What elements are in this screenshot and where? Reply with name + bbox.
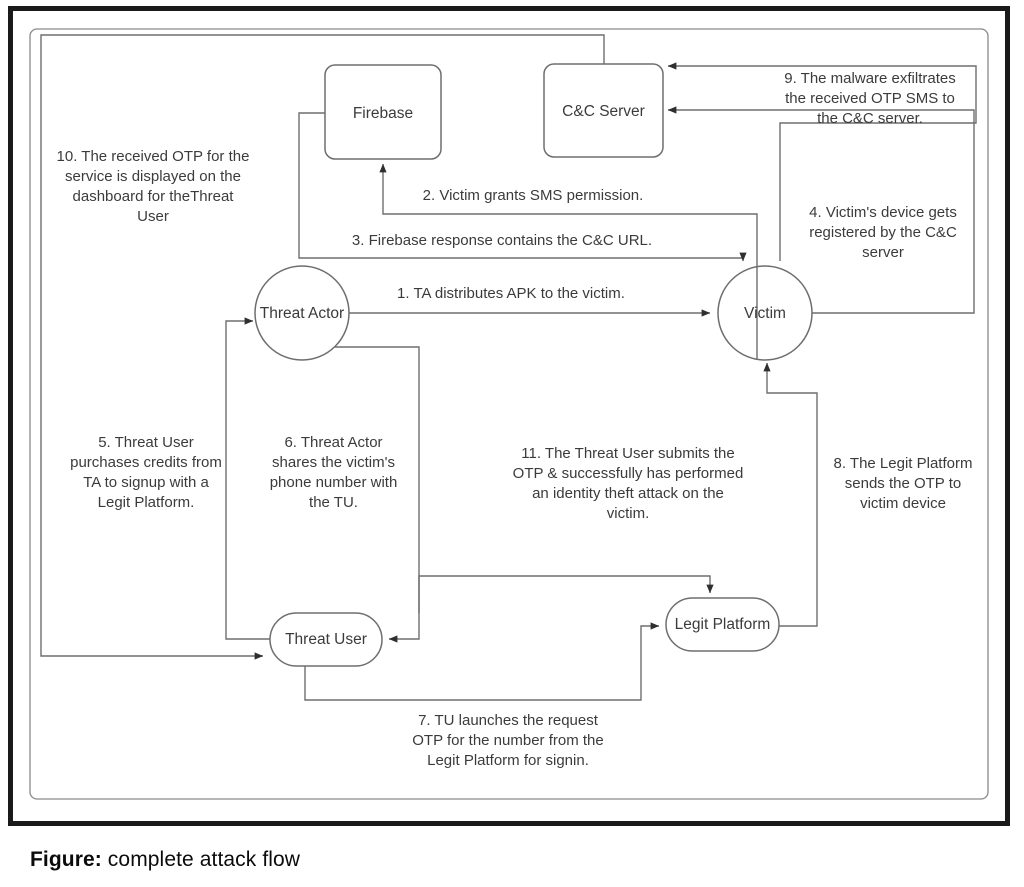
- connector-flow-5: [225, 317, 270, 640]
- flow-label-5-line-1: 5. Threat User: [98, 434, 194, 451]
- node-legit-platform: [665, 597, 780, 652]
- connector-flow-9: [667, 62, 977, 261]
- flow-label-8-line-2: sends the OTP to: [844, 474, 962, 492]
- connector-flow-3: [298, 112, 747, 262]
- flow-label-4-line-3: server: [862, 243, 904, 261]
- flow-label-9-line-2: the received OTP SMS to: [785, 89, 955, 107]
- flow-label-5-line-3: TA to signup with a: [83, 473, 209, 491]
- flow-label-6-line-3: phone number with: [269, 473, 398, 491]
- attack-flow-diagram: Firebase C&C Server Threat Actor Victim …: [8, 6, 1010, 826]
- flow-label-7-line-1: 7. TU launches the request: [418, 712, 598, 729]
- flow-label-10-line-3: dashboard for theThreat: [72, 187, 234, 205]
- connector-flow-8: [763, 362, 818, 627]
- flow-label-6-line-1: 6. Threat Actor: [284, 434, 383, 451]
- flow-label-7: 7. TU launches the request OTP for the n…: [363, 711, 653, 771]
- node-firebase: [324, 64, 442, 160]
- flow-label-11-line-4: victim.: [606, 504, 650, 522]
- flow-label-11-line-1: 11. The Threat User submits the: [521, 445, 735, 462]
- flow-label-5-line-2: purchases credits from: [70, 453, 222, 471]
- flow-label-6-line-2: shares the victim's: [272, 453, 395, 471]
- node-cnc-server: [543, 63, 664, 158]
- flow-label-10-line-2: service is displayed on the: [65, 167, 241, 185]
- connector-flow-10: [40, 34, 605, 660]
- flow-label-4-line-2: registered by the C&C: [809, 223, 957, 241]
- flow-label-8: 8. The Legit Platform sends the OTP to v…: [823, 454, 983, 514]
- diagram-inner-border: [29, 28, 989, 800]
- flow-label-9: 9. The malware exfiltrates the received …: [765, 69, 975, 129]
- node-threat-user: [269, 612, 383, 667]
- flow-label-10: 10. The received OTP for the service is …: [38, 147, 268, 227]
- node-threat-actor: [254, 265, 350, 361]
- connector-flow-4: [667, 106, 975, 314]
- node-victim: [717, 265, 813, 361]
- figure-caption-label: Figure:: [30, 848, 102, 871]
- flow-label-10-line-1: 10. The received OTP for the: [56, 148, 250, 165]
- flow-label-7-line-2: OTP for the number from the: [412, 731, 604, 749]
- connector-flow-7: [304, 622, 660, 701]
- flow-label-5: 5. Threat User purchases credits from TA…: [46, 433, 246, 513]
- flow-label-9-line-1: 9. The malware exfiltrates: [784, 70, 956, 87]
- flow-label-11-line-2: OTP & successfully has performed: [512, 464, 744, 482]
- connector-flow-11: [418, 575, 714, 613]
- flow-label-3: 3. Firebase response contains the C&C UR…: [351, 232, 653, 249]
- flow-label-10-line-4: User: [137, 207, 169, 225]
- flow-label-4: 4. Victim's device gets registered by th…: [793, 203, 973, 263]
- flow-label-9-line-3: the C&C server.: [817, 109, 923, 127]
- connector-flow-6: [335, 346, 420, 643]
- flow-label-5-line-4: Legit Platform.: [97, 493, 195, 511]
- flow-label-4-line-1: 4. Victim's device gets: [809, 204, 957, 221]
- flow-label-6: 6. Threat Actor shares the victim's phon…: [251, 433, 416, 513]
- flow-label-11-line-3: an identity theft attack on the: [532, 484, 724, 502]
- flow-label-8-line-1: 8. The Legit Platform: [833, 455, 973, 472]
- flow-label-2: 2. Victim grants SMS permission.: [422, 187, 644, 204]
- flow-label-11: 11. The Threat User submits the OTP & su…: [478, 444, 778, 524]
- figure-outer-frame: [8, 6, 1010, 826]
- flow-label-8-line-3: victim device: [860, 494, 946, 512]
- figure-caption-text: complete attack flow: [101, 848, 301, 871]
- figure-caption: Figure: complete attack flow: [30, 848, 300, 872]
- flow-label-7-line-3: Legit Platform for signin.: [427, 751, 589, 769]
- flow-label-1: 1. TA distributes APK to the victim.: [397, 285, 625, 302]
- connector-flow-2: [379, 163, 758, 360]
- flow-label-6-line-4: the TU.: [309, 493, 358, 511]
